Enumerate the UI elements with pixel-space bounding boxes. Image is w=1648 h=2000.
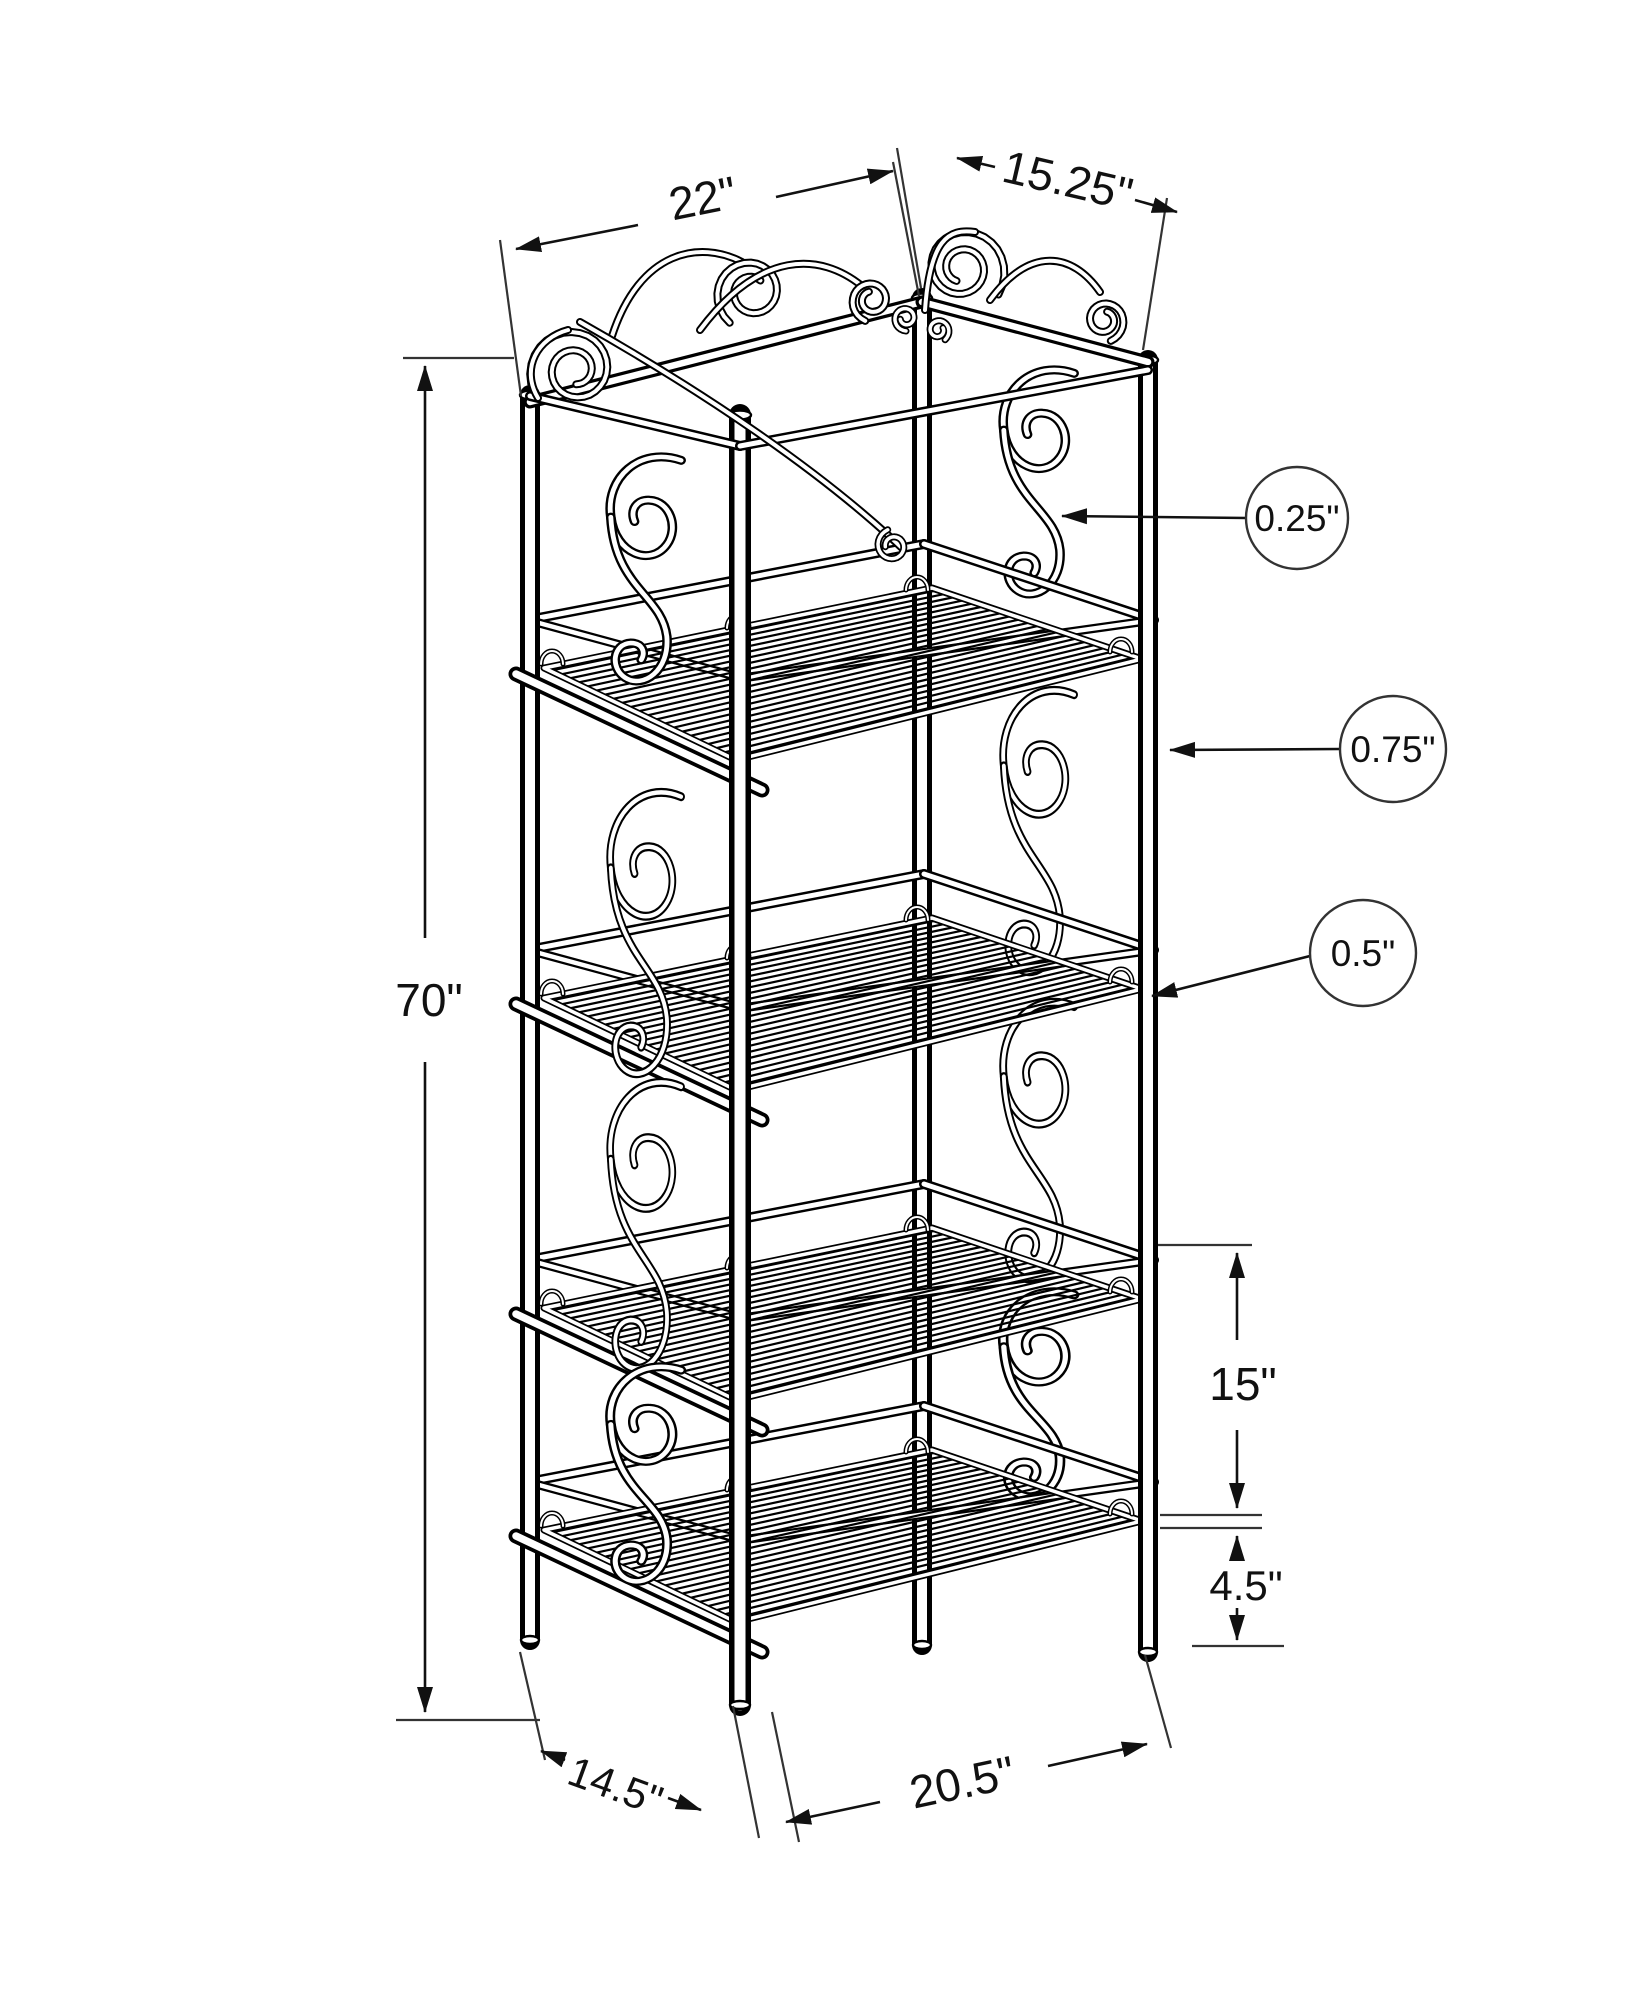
dimension-base-depth: 14.5" [518, 1651, 761, 1839]
dimension-base-width: 20.5" [770, 1654, 1173, 1843]
callout-circle [1338, 694, 1448, 804]
label-base-depth: 14.5" [562, 1747, 669, 1824]
label-shelf-spacing: 15" [1209, 1358, 1277, 1410]
label-bottom-clearance: 4.5" [1209, 1562, 1282, 1609]
callout-leg-tube: 0.75" [1169, 694, 1448, 804]
label-top-width: 22" [664, 166, 741, 230]
label-top-depth: 15.25" [998, 140, 1138, 220]
callout-circle [1244, 465, 1350, 571]
callout-scroll-wire: 0.25" [1061, 465, 1350, 571]
dimension-shelf-spacing: 15" [1158, 1243, 1277, 1530]
label-overall-height: 70" [395, 974, 463, 1026]
callout-circle [1308, 898, 1418, 1008]
rack-drawing [508, 227, 1160, 1716]
label-leg-tube: 0.75" [1350, 729, 1435, 770]
dimension-bottom-clearance: 4.5" [1192, 1535, 1284, 1648]
label-base-width: 20.5" [905, 1746, 1019, 1819]
callout-shelf-frame: 0.5" [1151, 898, 1418, 1008]
label-shelf-frame: 0.5" [1331, 933, 1396, 974]
label-scroll-wire: 0.25" [1254, 498, 1339, 539]
dimension-overall-height: 70" [395, 356, 540, 1722]
